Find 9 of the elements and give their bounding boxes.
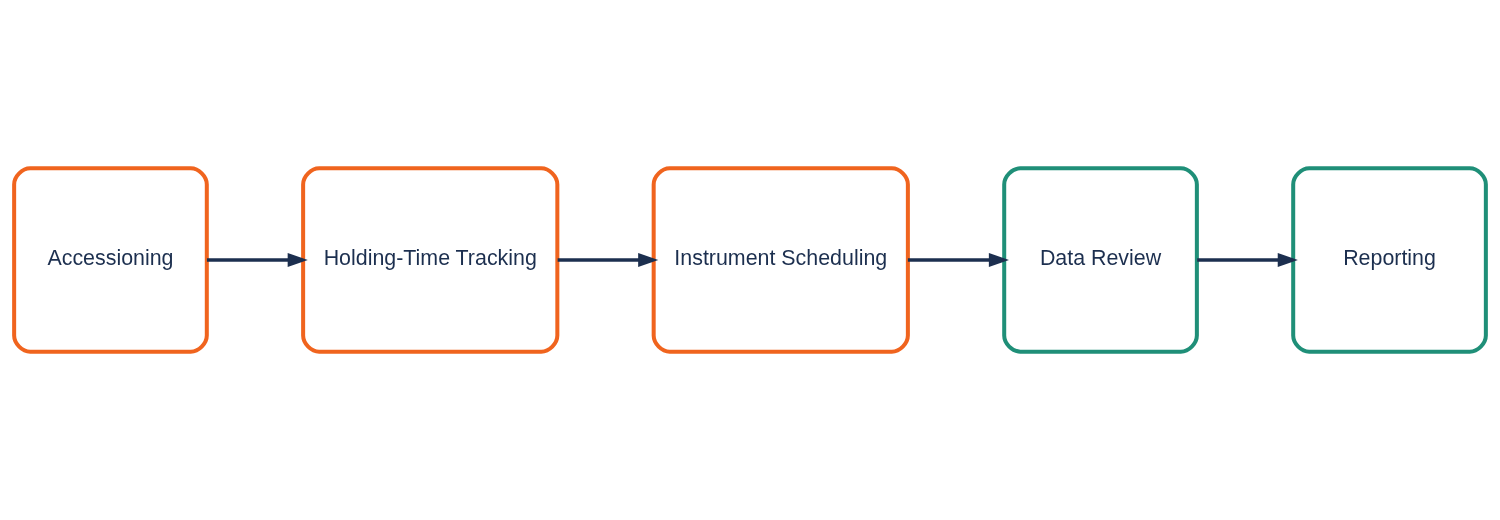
node-box: Reporting: [1291, 166, 1488, 354]
node-box: Data Review: [1002, 166, 1199, 354]
arrow: [907, 252, 1009, 268]
node-box: Instrument Scheduling: [651, 166, 910, 354]
node-box: Holding-Time Tracking: [301, 166, 560, 354]
arrow: [557, 252, 659, 268]
arrow: [206, 252, 308, 268]
node-box: Accessioning: [12, 166, 209, 354]
arrow: [1197, 252, 1298, 268]
